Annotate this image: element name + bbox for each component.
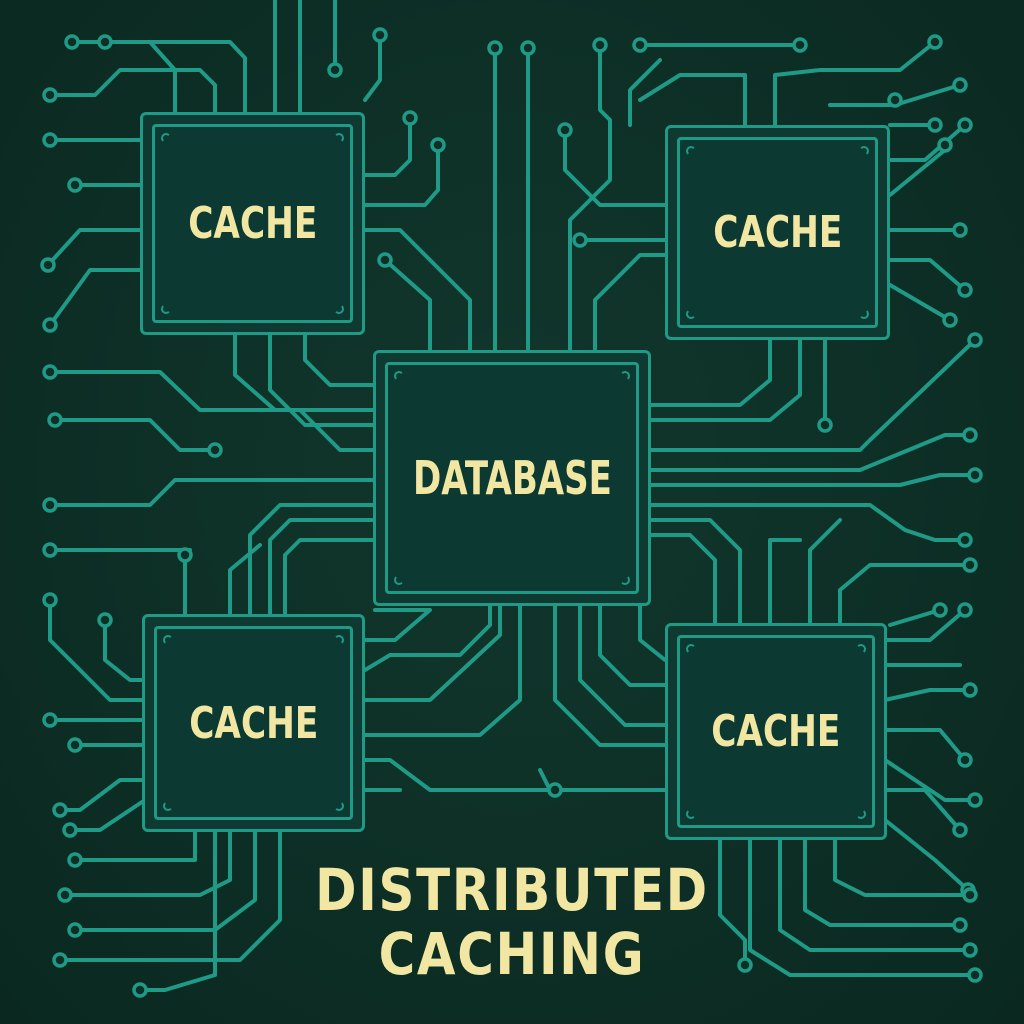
caption-line-2: CACHING [378,920,646,988]
caption-line-1: DISTRIBUTED [315,856,709,924]
cache-label: CACHE [712,207,843,258]
cache-chip-top-right: CACHE [665,125,890,340]
chip-corner-mark [686,309,696,319]
chip-core: DATABASE [385,362,639,594]
chip-corner-mark [334,133,344,143]
traces-cache-top-left [46,0,472,427]
chip-corner-mark [686,809,696,819]
chip-corner-mark [620,371,630,381]
cache-chip-bottom-right: CACHE [665,623,887,840]
terminal-pads [40,27,983,998]
traces-cache-top-right [628,40,977,452]
chip-corner-mark [334,801,344,811]
cache-chip-top-left: CACHE [140,112,365,335]
chip-corner-mark [859,146,869,156]
chip-corner-mark [394,575,404,585]
chip-corner-mark [394,371,404,381]
chip-corner-mark [686,644,696,654]
cache-label: CACHE [188,697,319,749]
cache-label: CACHE [711,706,841,757]
chip-core: CACHE [154,626,353,820]
chip-corner-mark [163,635,173,645]
traces-center [493,43,802,357]
database-chip: DATABASE [373,350,651,606]
chip-corner-mark [161,133,171,143]
chip-corner-mark [686,146,696,156]
chip-corner-mark [620,575,630,585]
cache-label: CACHE [187,198,318,249]
chip-core: CACHE [677,635,875,828]
chip-corner-mark [856,809,866,819]
chip-corner-mark [163,801,173,811]
traces-left-middle [48,370,377,702]
diagram-caption: DISTRIBUTED CACHING [212,858,812,986]
chip-core: CACHE [677,137,878,328]
chip-corner-mark [161,304,171,314]
chip-corner-mark [856,644,866,654]
traces-cache-bottom-left [48,603,552,992]
traces-cache-bottom-right [553,603,977,977]
chip-corner-mark [334,635,344,645]
chip-corner-mark [334,304,344,314]
chip-corner-mark [859,309,869,319]
traces-right-middle [648,433,977,627]
chip-core: CACHE [152,124,353,323]
cache-chip-bottom-left: CACHE [142,614,365,832]
database-label: DATABASE [412,451,612,505]
